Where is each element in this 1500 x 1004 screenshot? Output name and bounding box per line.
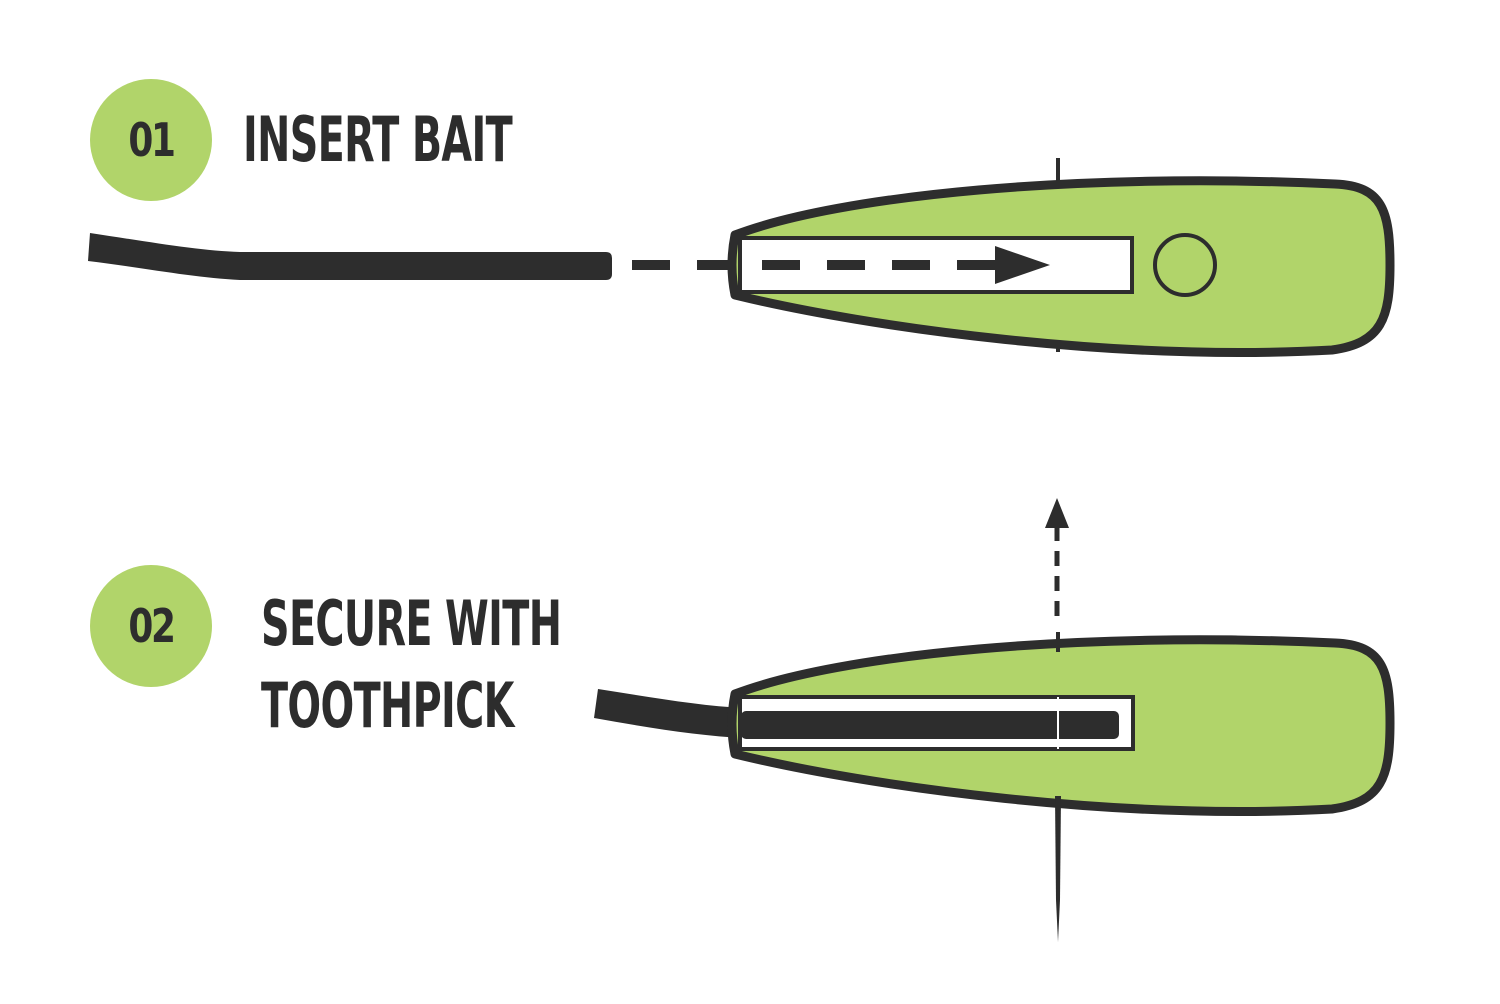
insert-arrowhead-icon [995,246,1050,284]
step-2-title: SECURE WITH TOOTHPICK [261,583,562,747]
step-1-badge: 01 [90,79,212,201]
step-2-title-line-1: SECURE WITH [261,587,562,660]
step-2-number: 02 [128,599,176,653]
push-up-arrowhead-icon [1045,498,1069,528]
bait-inside-slot-icon [741,711,1119,739]
lure-eye-icon [1153,233,1217,297]
step-1-title: INSERT BAIT [243,103,513,176]
bait-strip-icon [88,233,612,280]
step-2-badge: 02 [90,565,212,687]
bait-slot-icon [738,236,1134,294]
toothpick-shaft-icon [1055,796,1061,942]
step-1-number: 01 [128,113,176,167]
step-2-title-line-2: TOOTHPICK [261,669,514,742]
bait-strip-inserted-icon [594,689,745,738]
